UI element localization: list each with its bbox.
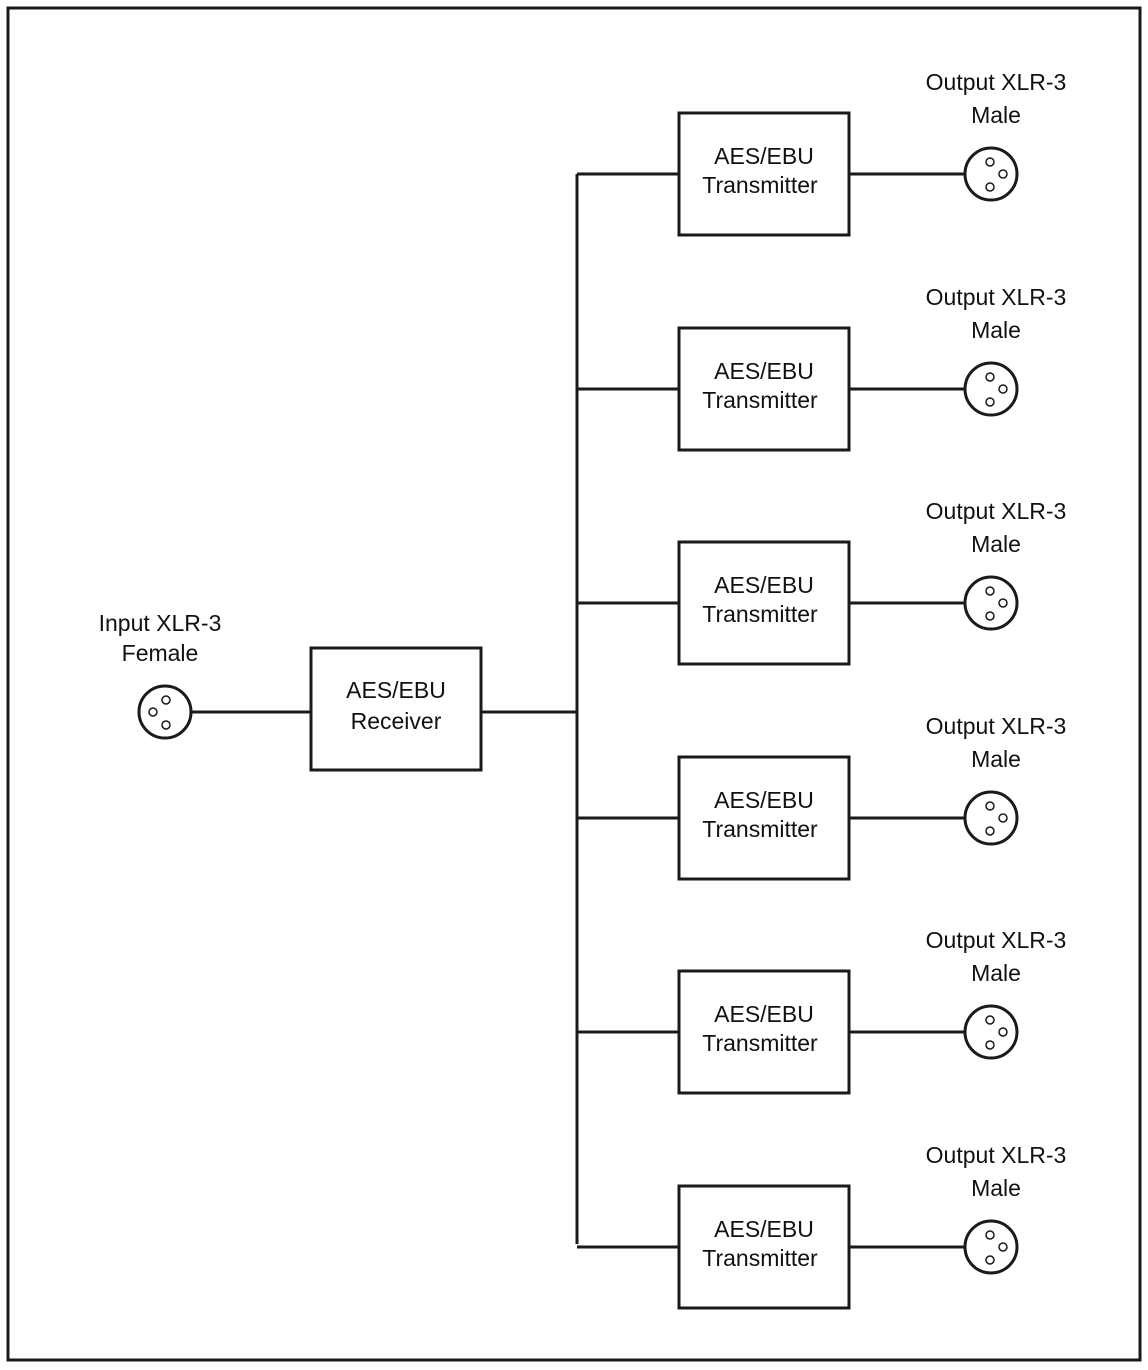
transmitter-box xyxy=(677,755,851,881)
output-label-line2: Male xyxy=(971,531,1021,557)
receiver-label-line1: AES/EBU xyxy=(346,677,446,703)
output-label-line1: Output XLR-3 xyxy=(926,69,1067,95)
transmitter-box xyxy=(677,969,851,1095)
xlr-male-connector-icon xyxy=(963,1219,1019,1275)
xlr-male-connector-icon xyxy=(963,146,1019,202)
output-label-line1: Output XLR-3 xyxy=(926,713,1067,739)
output-label-line1: Output XLR-3 xyxy=(926,927,1067,953)
output-label-line1: Output XLR-3 xyxy=(926,498,1067,524)
xlr-male-connector-icon xyxy=(963,575,1019,631)
output-label-line2: Male xyxy=(971,317,1021,343)
transmitter-label-line1: AES/EBU xyxy=(714,143,814,169)
xlr-male-connector-icon xyxy=(963,361,1019,417)
xlr-male-connector-icon xyxy=(963,790,1019,846)
transmitter-box xyxy=(677,326,851,452)
input-label-line2: Female xyxy=(122,640,199,666)
receiver-box xyxy=(309,646,483,772)
output-label-line2: Male xyxy=(971,1175,1021,1201)
output-label-line2: Male xyxy=(971,746,1021,772)
xlr-female-connector-icon xyxy=(137,684,193,740)
output-label-line2: Male xyxy=(971,960,1021,986)
input-label-line1: Input XLR-3 xyxy=(99,610,222,636)
transmitter-box xyxy=(677,111,851,237)
transmitter-label-line1: AES/EBU xyxy=(714,572,814,598)
output-label-line1: Output XLR-3 xyxy=(926,1142,1067,1168)
transmitter-label-line2: Transmitter xyxy=(702,172,818,198)
transmitter-label-line2: Transmitter xyxy=(702,816,818,842)
transmitter-label-line1: AES/EBU xyxy=(714,358,814,384)
transmitter-label-line1: AES/EBU xyxy=(714,1001,814,1027)
transmitter-label-line2: Transmitter xyxy=(702,1030,818,1056)
transmitter-label-line2: Transmitter xyxy=(702,1245,818,1271)
receiver-block: AES/EBU Receiver xyxy=(309,646,483,772)
transmitter-label-line2: Transmitter xyxy=(702,601,818,627)
transmitter-label-line1: AES/EBU xyxy=(714,1216,814,1242)
diagram-frame xyxy=(6,6,1142,1362)
output-label-line1: Output XLR-3 xyxy=(926,284,1067,310)
xlr-male-connector-icon xyxy=(963,1004,1019,1060)
receiver-label-line2: Receiver xyxy=(351,708,442,734)
output-label-line2: Male xyxy=(971,102,1021,128)
transmitter-label-line2: Transmitter xyxy=(702,387,818,413)
transmitter-label-line1: AES/EBU xyxy=(714,787,814,813)
